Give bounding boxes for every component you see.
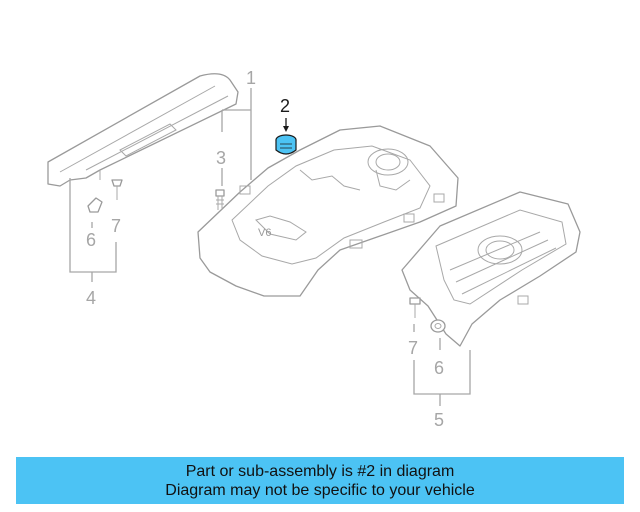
bolt-3	[215, 189, 225, 210]
callout-6-right: 6	[434, 358, 444, 378]
callout-7-left: 7	[111, 216, 121, 236]
callout-6-left: 6	[86, 230, 96, 250]
left-cover-strip	[47, 73, 239, 187]
callout-4: 4	[86, 288, 96, 308]
callout-2: 2	[280, 96, 290, 116]
center-engine-cover: V6	[197, 125, 459, 297]
banner-line-1: Part or sub-assembly is #2 in diagram	[185, 462, 455, 480]
screw-7-right	[409, 297, 421, 318]
svg-text:V6: V6	[258, 227, 271, 239]
callout-3: 3	[216, 148, 226, 168]
leader-lines	[69, 88, 471, 406]
callout-1: 1	[246, 68, 256, 88]
grommet-6-right	[430, 319, 446, 333]
info-banner: Part or sub-assembly is #2 in diagram Di…	[16, 457, 624, 504]
callout-5: 5	[434, 410, 444, 430]
screw-7-left	[111, 179, 123, 200]
banner-line-2: Diagram may not be specific to your vehi…	[165, 481, 475, 499]
clip-6-left	[87, 197, 103, 213]
parts-diagram: V6	[47, 68, 581, 430]
right-engine-cover	[401, 191, 581, 347]
callout-7-right: 7	[408, 338, 418, 358]
grommet-part-2	[275, 134, 297, 155]
